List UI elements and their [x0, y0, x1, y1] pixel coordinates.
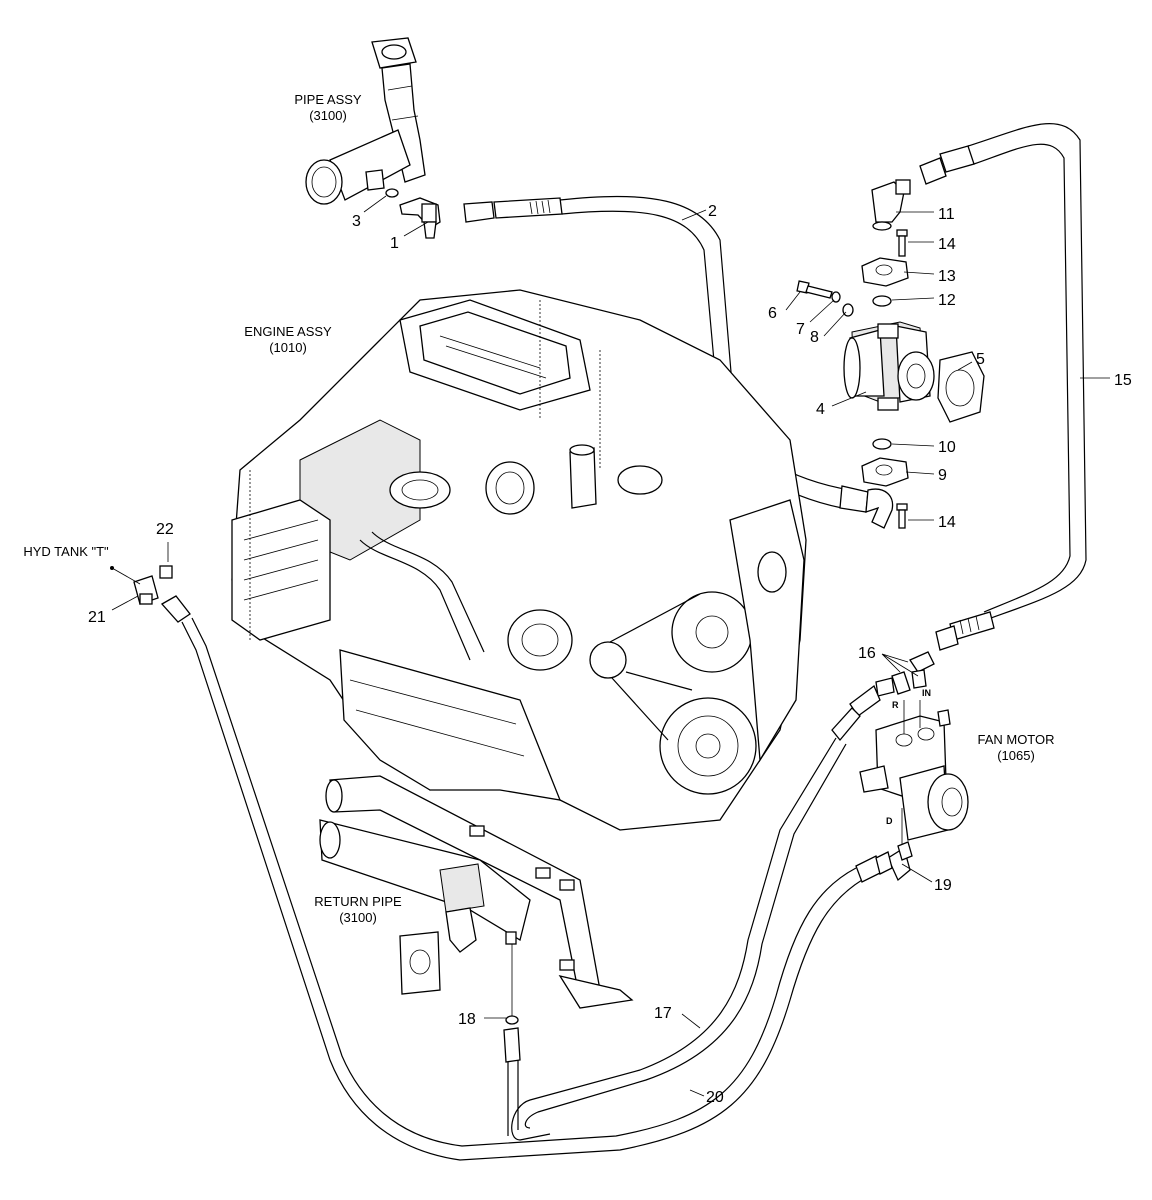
- callout-8: 8: [810, 329, 819, 346]
- hose-20: [160, 595, 893, 1161]
- pipe-assy-label: PIPE ASSY: [294, 92, 362, 107]
- return-pipe-code: (3100): [339, 910, 377, 925]
- part-9-flange: [861, 457, 909, 487]
- part-14-bolt-top: [896, 229, 908, 257]
- fan-motor-label: FAN MOTOR: [977, 732, 1054, 747]
- callout-2: 2: [708, 203, 717, 220]
- part-4-gear-pump: [843, 321, 935, 411]
- pipe-assy-code: (3100): [309, 108, 347, 123]
- engine-assy-caption: ENGINE ASSY (1010): [244, 324, 332, 355]
- callout-5: 5: [976, 351, 985, 368]
- hyd-tank-label: HYD TANK "T": [23, 544, 109, 559]
- callout-14-top: 14: [938, 236, 956, 253]
- return-pipe-drawing: [319, 775, 634, 1009]
- callout-14-bottom: 14: [938, 514, 956, 531]
- callout-13: 13: [938, 268, 956, 285]
- return-pipe-label: RETURN PIPE: [314, 894, 402, 909]
- part-18-washer: [505, 1015, 519, 1025]
- fan-motor-drawing: [859, 700, 969, 846]
- callout-9: 9: [938, 467, 947, 484]
- part-21-tee: [133, 575, 159, 605]
- port-mark-in: IN: [922, 688, 931, 698]
- engine-assy-code: (1010): [269, 340, 307, 355]
- callout-6: 6: [768, 305, 777, 322]
- part-11-elbow: [871, 179, 911, 223]
- part-10-o-ring: [872, 438, 892, 450]
- callout-7: 7: [796, 321, 805, 338]
- port-mark-r: R: [892, 700, 899, 710]
- callout-16: 16: [858, 645, 876, 662]
- hose-17: [503, 684, 881, 1141]
- hyd-tank-leader-line: [111, 567, 141, 585]
- part-11-seal: [872, 221, 892, 231]
- hose-15: [919, 123, 1087, 651]
- part-22-plug: [159, 565, 173, 579]
- part-6-bolt: [796, 280, 833, 299]
- part-13-flange: [861, 257, 909, 287]
- hyd-tank-leader-dot: [110, 566, 114, 570]
- callout-12: 12: [938, 292, 956, 309]
- callout-1: 1: [390, 235, 399, 252]
- callout-15: 15: [1114, 372, 1132, 389]
- callout-21: 21: [88, 609, 106, 626]
- callout-10: 10: [938, 439, 956, 456]
- part-19-elbow: [887, 841, 913, 882]
- part-12-o-ring: [872, 295, 892, 307]
- return-pipe-caption: RETURN PIPE (3100): [314, 894, 402, 925]
- callout-18: 18: [458, 1011, 476, 1028]
- engine-assy-label: ENGINE ASSY: [244, 324, 332, 339]
- callout-20: 20: [706, 1089, 724, 1106]
- fan-motor-code: (1065): [997, 748, 1035, 763]
- callout-3: 3: [352, 213, 361, 230]
- part-5-gasket: [937, 351, 985, 423]
- part-14-bolt-bottom: [896, 503, 908, 529]
- pipe-assy-drawing: [305, 37, 426, 205]
- callout-17: 17: [654, 1005, 672, 1022]
- callout-4: 4: [816, 401, 825, 418]
- callout-22: 22: [156, 521, 174, 538]
- part-1-elbow-fitting: [399, 197, 441, 239]
- fan-motor-caption: FAN MOTOR (1065): [977, 732, 1054, 763]
- port-mark-d: D: [886, 816, 893, 826]
- callout-numbers: 3 1 2 11 14 13 12 6 7 8 5 4 10 9 14 15 1…: [88, 203, 1132, 1106]
- engine-assy-drawing: [231, 289, 807, 831]
- pipe-assy-caption: PIPE ASSY (3100): [294, 92, 362, 123]
- callout-leaders: [111, 195, 1110, 1097]
- callout-11: 11: [938, 206, 955, 223]
- part-7-washer: [831, 291, 841, 303]
- part-3-o-ring: [385, 188, 399, 198]
- callout-19: 19: [934, 877, 952, 894]
